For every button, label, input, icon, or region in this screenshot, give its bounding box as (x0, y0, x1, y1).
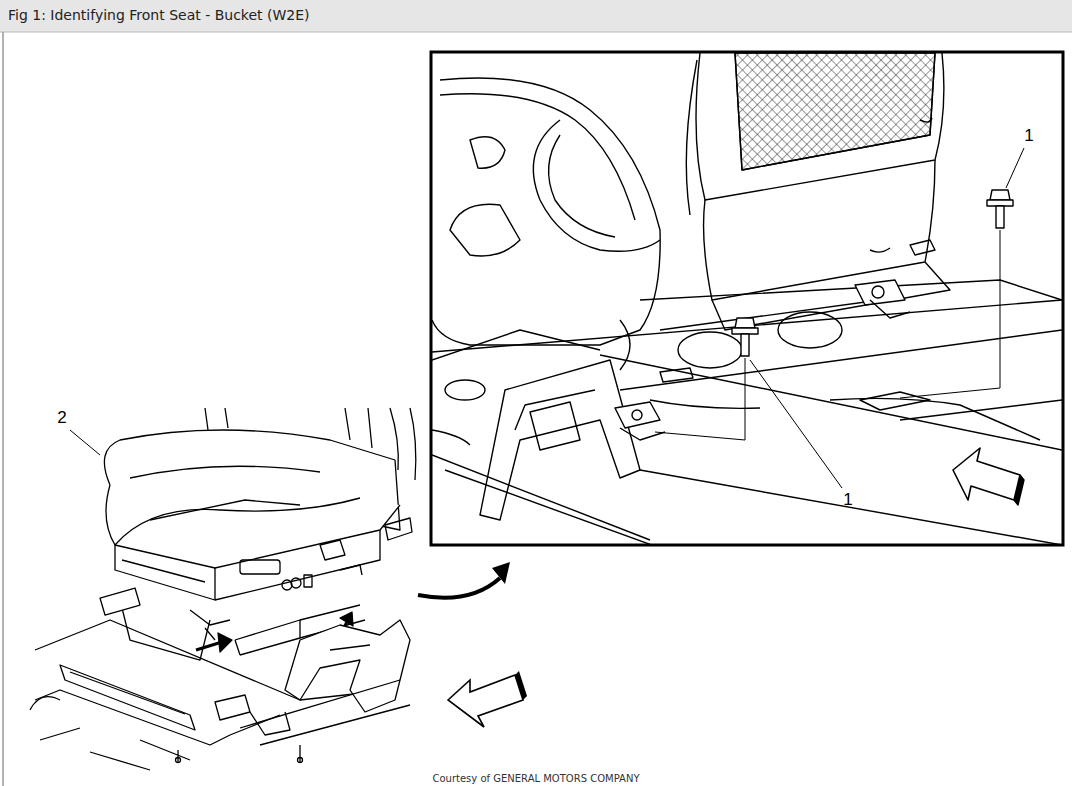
inset-frame (431, 52, 1063, 545)
callout-number: 1 (841, 490, 854, 510)
figure-title: Fig 1: Identifying Front Seat - Bucket (… (8, 7, 310, 23)
overview-seat-drawing (30, 408, 416, 770)
inset-seat-drawing (432, 53, 1062, 544)
callout-number: 1 (1022, 126, 1035, 146)
title-bar (0, 0, 1072, 32)
frame-line (2, 32, 4, 786)
callout-number: 2 (55, 408, 68, 428)
figure-caption: Courtesy of GENERAL MOTORS COMPANY (432, 773, 639, 784)
view-arrow (418, 578, 500, 598)
direction-arrow (448, 675, 523, 727)
